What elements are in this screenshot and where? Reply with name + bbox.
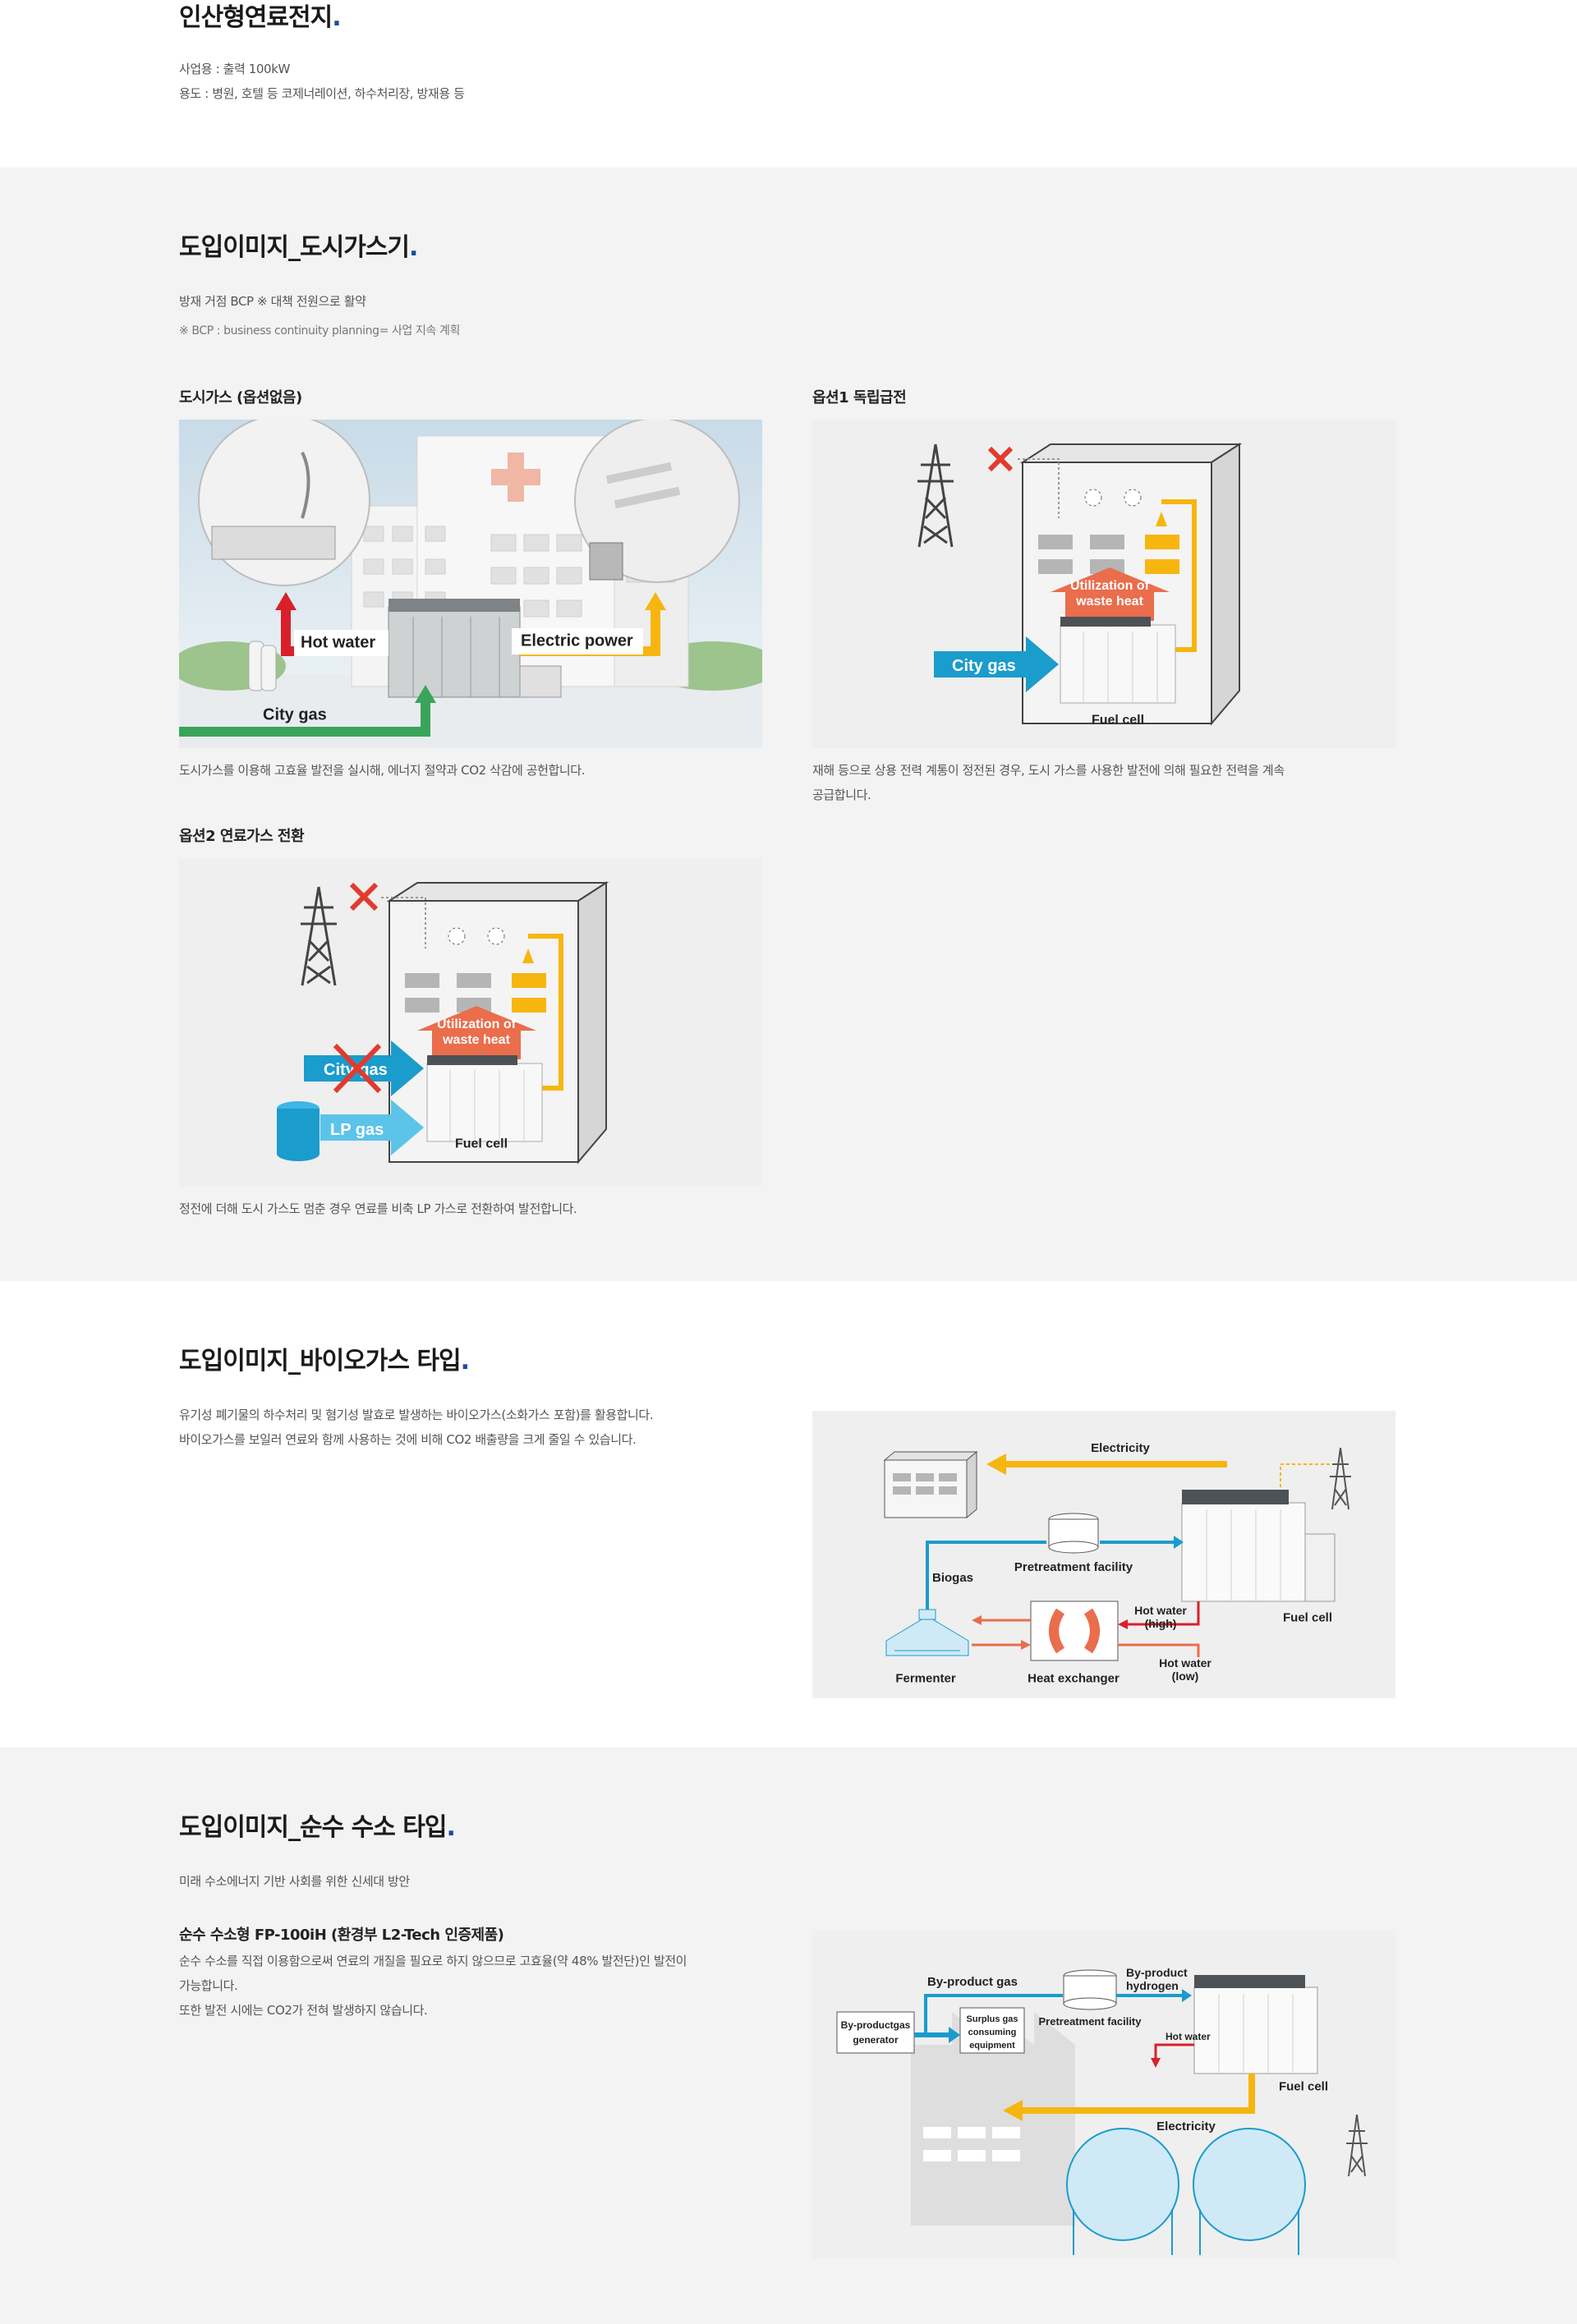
fig1-caption: 도시가스를 이용해 고효율 발전을 실시해, 에너지 절약과 CO2 삭감에 공… xyxy=(179,763,586,778)
fig3-caption: 정전에 더해 도시 가스도 멈춘 경우 연료를 비축 LP 가스로 전환하여 발… xyxy=(179,1201,577,1216)
label-electricity: Electricity xyxy=(1156,2120,1216,2133)
spec-line-1: 사업용 : 출력 100kW xyxy=(179,62,290,76)
label-generator-2: generator xyxy=(853,2034,899,2046)
label-waste-heat-1: Utilization of xyxy=(1070,579,1150,593)
label-surplus-1: Surplus gas xyxy=(967,2014,1018,2024)
section-city-gas: 도입이미지_도시가스기. 방재 거점 BCP ※ 대책 전원으로 활약 ※ BC… xyxy=(0,168,1577,1281)
section-title: 도입이미지_순수 수소 타입. xyxy=(179,1813,456,1842)
section-desc: 방재 거점 BCP ※ 대책 전원으로 활약 xyxy=(179,294,366,309)
section-hydrogen: 도입이미지_순수 수소 타입. 미래 수소에너지 기반 사회를 위한 신세대 방… xyxy=(0,1748,1577,2324)
section-title: 도입이미지_바이오가스 타입. xyxy=(179,1347,470,1376)
label-hot-water: Hot water xyxy=(1166,2031,1211,2042)
section-title: 인산형연료전지. xyxy=(179,3,342,32)
label-generator-1: By-productgas xyxy=(841,2019,911,2031)
fig1-heading: 도시가스 (옵션없음) xyxy=(179,389,302,406)
label-biogas: Biogas xyxy=(932,1571,973,1585)
label-waste-heat-2: waste heat xyxy=(442,1033,510,1047)
label-electric-power: Electric power xyxy=(521,632,633,650)
hydrogen-flow-diagram: By-productgas generator Surplus gas cons… xyxy=(812,1930,1395,2258)
section-note: ※ BCP : business continuity planning= 사업… xyxy=(179,324,460,338)
label-byproduct-h2-2: hydrogen xyxy=(1126,1979,1179,1992)
label-electricity: Electricity xyxy=(1091,1441,1150,1455)
label-fermenter: Fermenter xyxy=(895,1671,956,1685)
label-hot-water-low-2: (low) xyxy=(1172,1670,1199,1683)
section-phosphoric: 인산형연료전지. 사업용 : 출력 100kW 용도 : 병원, 호텔 등 코제… xyxy=(0,0,1577,168)
label-hot-water: Hot water xyxy=(301,634,375,652)
fig2-caption-1: 재해 등으로 상용 전력 계통이 정전된 경우, 도시 가스를 사용한 발전에 … xyxy=(812,763,1285,778)
spec-line-2: 용도 : 병원, 호텔 등 코제너레이션, 하수처리장, 방재용 등 xyxy=(179,86,465,101)
option1-illustration: Utilization of waste heat Fuel cell City… xyxy=(812,420,1395,748)
fig3-heading: 옵션2 연료가스 전환 xyxy=(179,828,305,845)
bio-desc-1: 유기성 폐기물의 하수처리 및 혐기성 발효로 발생하는 바이오가스(소화가스 … xyxy=(179,1408,654,1422)
h2-line-3: 또한 발전 시에는 CO2가 전혀 발생하지 않습니다. xyxy=(179,2003,428,2018)
label-waste-heat-2: waste heat xyxy=(1075,595,1143,609)
label-city-gas: City gas xyxy=(952,657,1016,675)
label-byproduct-h2-1: By-product xyxy=(1126,1966,1188,1979)
product-heading: 순수 수소형 FP-100iH (환경부 L2-Tech 인증제품) xyxy=(179,1927,504,1944)
label-fuel-cell: Fuel cell xyxy=(1092,713,1144,727)
label-fuel-cell: Fuel cell xyxy=(455,1137,508,1151)
section-biogas: 도입이미지_바이오가스 타입. 유기성 폐기물의 하수처리 및 혐기성 발효로 … xyxy=(0,1281,1577,1748)
label-city-gas: City gas xyxy=(263,706,327,724)
section-title: 도입이미지_도시가스기. xyxy=(179,233,418,262)
label-fuel-cell: Fuel cell xyxy=(1283,1610,1332,1624)
option2-illustration: Utilization of waste heat Fuel cell City… xyxy=(179,858,762,1187)
h2-line-2: 가능합니다. xyxy=(179,1978,238,1993)
label-byproduct-gas: By-product gas xyxy=(927,1975,1018,1989)
label-waste-heat-1: Utilization of xyxy=(437,1017,517,1031)
city-gas-hospital-illustration: Hot water Electric power City gas xyxy=(179,420,762,748)
label-fuel-cell: Fuel cell xyxy=(1279,2079,1328,2093)
label-pretreatment: Pretreatment facility xyxy=(1014,1560,1133,1574)
bio-desc-2: 바이오가스를 보일러 연료와 함께 사용하는 것에 비해 CO2 배출량을 크게… xyxy=(179,1432,637,1447)
label-hot-water-high-1: Hot water xyxy=(1134,1604,1187,1617)
label-lp-gas: LP gas xyxy=(330,1121,384,1139)
label-heat-exchanger: Heat exchanger xyxy=(1028,1671,1120,1685)
label-surplus-3: equipment xyxy=(969,2041,1015,2051)
fig2-heading: 옵션1 독립급전 xyxy=(812,389,907,406)
fig2-caption-2: 공급합니다. xyxy=(812,788,871,802)
label-pretreatment: Pretreatment facility xyxy=(1039,2015,1143,2028)
label-hot-water-low-1: Hot water xyxy=(1159,1656,1211,1670)
biogas-flow-diagram: Electricity Fuel cell Pretreatment facil… xyxy=(812,1411,1395,1698)
label-surplus-2: consuming xyxy=(968,2028,1017,2037)
label-hot-water-high-2: (high) xyxy=(1145,1617,1177,1630)
h2-line-1: 순수 수소를 직접 이용함으로써 연료의 개질을 필요로 하지 않으므로 고효율… xyxy=(179,1954,687,1968)
h2-desc: 미래 수소에너지 기반 사회를 위한 신세대 방안 xyxy=(179,1874,410,1889)
